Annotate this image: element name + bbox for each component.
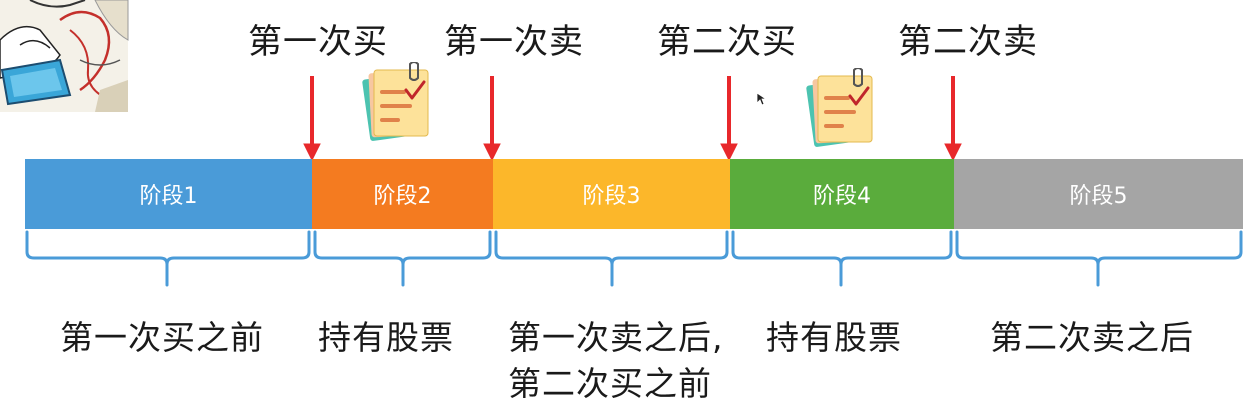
cartoon-person-laptop-image [0, 0, 129, 112]
stage-segment-4: 阶段4 [730, 159, 954, 229]
description-stage-3-line-1: 第一次卖之后, [508, 318, 724, 357]
brace-stage-3 [494, 230, 729, 287]
description-stage-3-line-2: 第二次买之前 [508, 364, 712, 403]
event-label-second-buy: 第二次买 [657, 22, 797, 62]
arrow-second-sell [944, 76, 962, 162]
arrow-first-sell [483, 76, 501, 162]
description-stage-4: 持有股票 [766, 318, 902, 357]
description-stage-2: 持有股票 [318, 318, 454, 357]
brace-stage-2 [313, 230, 492, 287]
stage-label-1: 阶段1 [139, 184, 198, 209]
clipboard-note-icon [362, 62, 429, 141]
stage-segment-5: 阶段5 [954, 159, 1243, 229]
brace-stage-5 [955, 230, 1243, 287]
stage-segment-3: 阶段3 [493, 159, 730, 229]
arrow-first-buy [303, 76, 321, 162]
brace-stage-4 [731, 230, 953, 287]
arrow-second-buy [720, 76, 738, 162]
brace-stage-1 [25, 230, 311, 287]
stage-label-4: 阶段4 [813, 184, 871, 209]
event-label-first-sell: 第一次卖 [444, 22, 584, 62]
stage-label-2: 阶段2 [373, 184, 432, 209]
stage-segment-1: 阶段1 [25, 159, 312, 229]
event-label-first-buy: 第一次买 [248, 22, 388, 62]
description-stage-1: 第一次买之前 [60, 318, 264, 357]
clipboard-note-icon [806, 68, 873, 147]
description-stage-5: 第二次卖之后 [990, 318, 1194, 357]
stage-label-5: 阶段5 [1069, 184, 1128, 209]
event-label-second-sell: 第二次卖 [898, 22, 1038, 62]
stage-segment-2: 阶段2 [312, 159, 493, 229]
stage-label-3: 阶段3 [582, 184, 641, 209]
mouse-cursor-icon [756, 92, 768, 106]
